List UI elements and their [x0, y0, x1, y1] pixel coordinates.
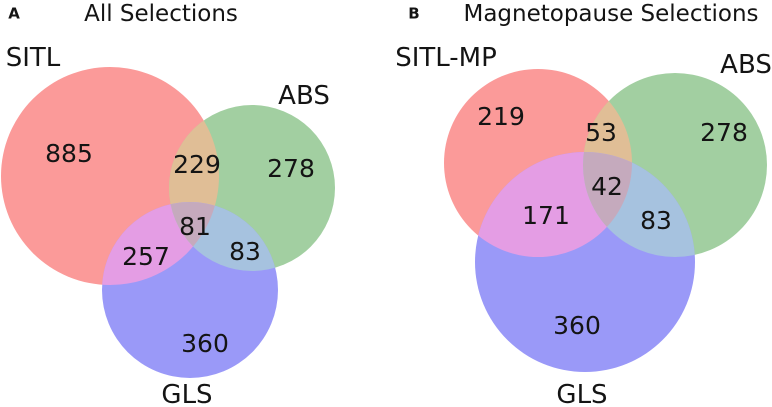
venn-a-value-abs-gls: 83 [229, 237, 261, 266]
venn-b-value-sitl-abs: 53 [585, 118, 617, 147]
panel-a: A All Selections SITL ABS GLS 885 229 27… [1, 1, 335, 407]
venn-b-value-sitl-only: 219 [477, 102, 525, 131]
venn-a-overlap-sitl-gls [102, 202, 219, 285]
venn-b-value-gls-only: 360 [553, 311, 601, 340]
venn-a-value-sitl-gls: 257 [122, 242, 170, 271]
venn-a-label-abs: ABS [278, 81, 330, 111]
venn-b-label-gls: GLS [556, 380, 607, 407]
venn-b-overlap-sitl-gls [475, 152, 632, 257]
panel-b-title: Magnetopause Selections [463, 1, 758, 27]
venn-a-value-abs-only: 278 [267, 154, 315, 183]
venn-b-label-sitl-mp: SITL-MP [395, 43, 497, 73]
panel-a-title: All Selections [84, 1, 238, 27]
venn-a-value-sitl-abs: 229 [173, 150, 221, 179]
venn-b-value-sitl-gls: 171 [522, 201, 570, 230]
venn-b-value-center: 42 [591, 172, 623, 201]
venn-a-label-gls: GLS [161, 380, 212, 407]
venn-b-value-abs-gls: 83 [640, 206, 672, 235]
venn-b-overlap-abs-gls [583, 152, 695, 257]
venn-a-value-center: 81 [179, 212, 211, 241]
panel-b-letter: B [408, 4, 419, 22]
venn-a-value-gls-only: 360 [181, 329, 229, 358]
panel-a-letter: A [8, 4, 20, 22]
venn-b-value-abs-only: 278 [700, 118, 748, 147]
venn-b-label-abs: ABS [720, 50, 772, 80]
venn-a-value-sitl-only: 885 [45, 139, 93, 168]
panel-b: B Magnetopause Selections SITL-MP ABS GL… [395, 1, 772, 407]
venn-a-label-sitl: SITL [6, 43, 61, 73]
venn-a-overlap-abs-gls [169, 202, 278, 271]
